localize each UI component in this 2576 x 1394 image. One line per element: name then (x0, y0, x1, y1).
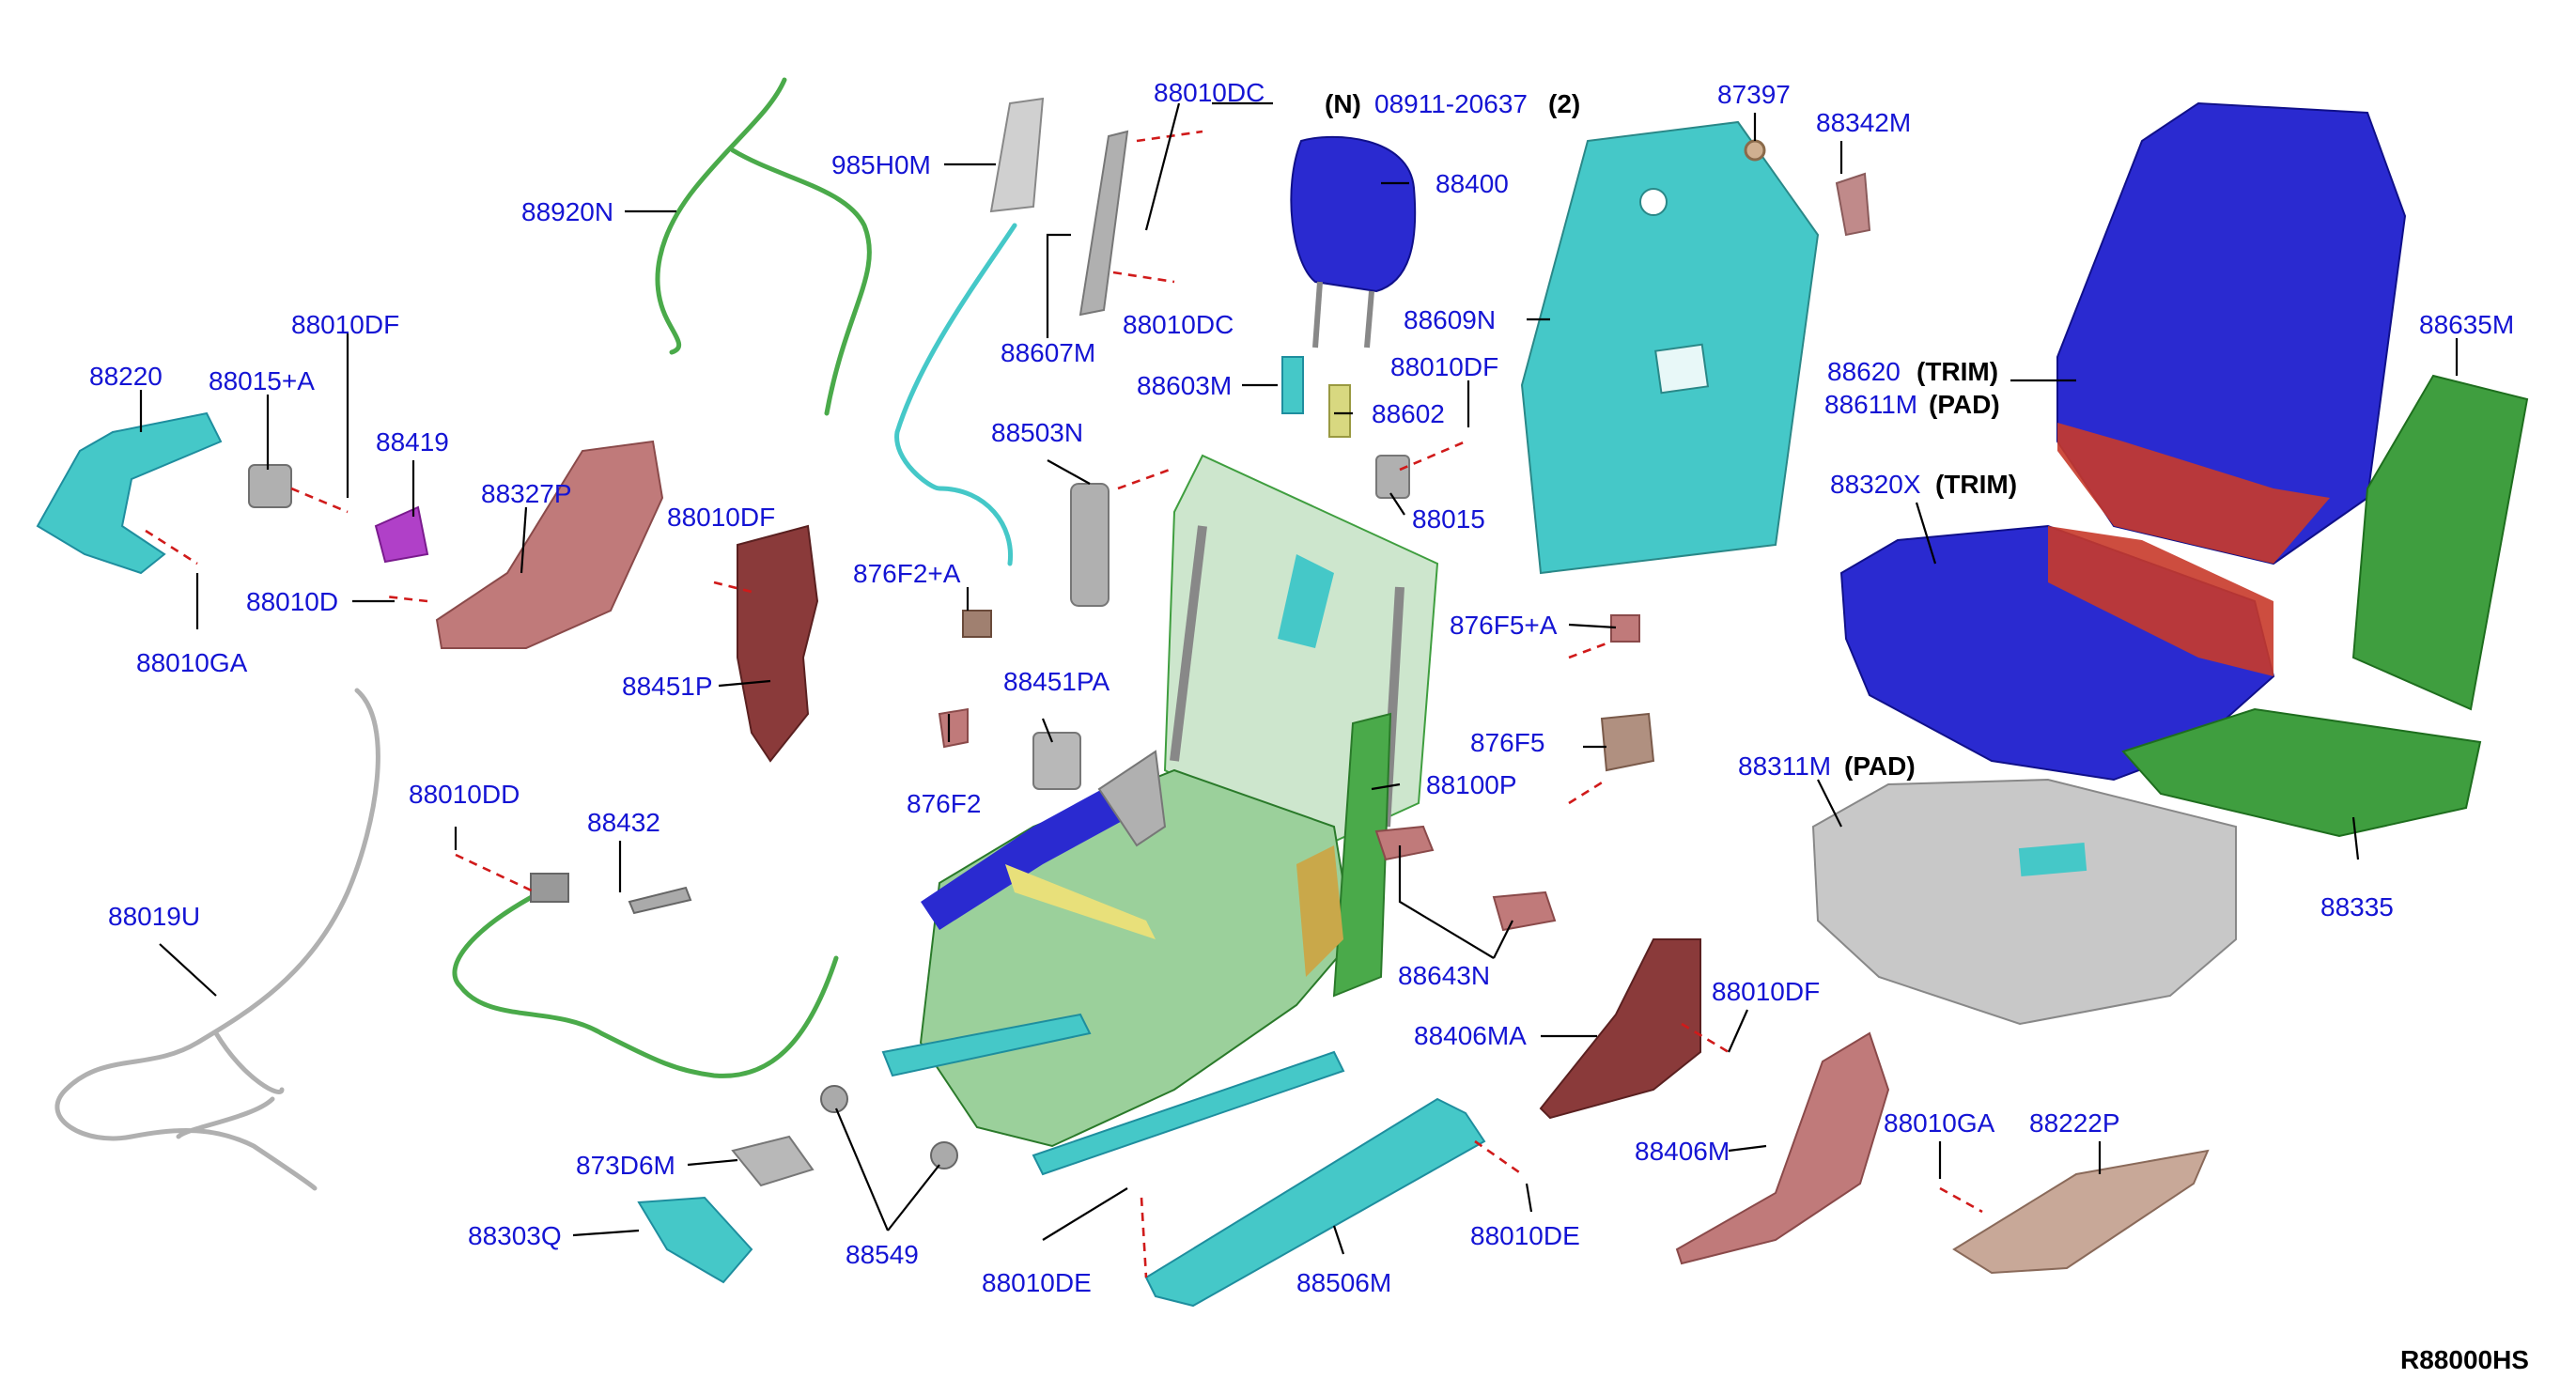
part-87397 (1744, 139, 1766, 162)
label-88010df-c: 88010DF (667, 503, 775, 532)
part-88451pa (1032, 732, 1081, 790)
label-88611m: 88611M (1824, 390, 1917, 419)
part-88549 (820, 1085, 958, 1169)
label-88602: 88602 (1372, 399, 1445, 428)
label-88010de-b: 88010DE (1470, 1221, 1580, 1250)
label-88015a: 88015+A (209, 366, 315, 395)
label-88303q: 88303Q (468, 1221, 562, 1250)
label-88603m: 88603M (1137, 371, 1232, 400)
label-88019u: 88019U (108, 902, 200, 931)
label-88419: 88419 (376, 427, 449, 457)
label-88010d: 88010D (246, 587, 338, 616)
label-88335: 88335 (2320, 892, 2394, 922)
label-88432: 88432 (587, 808, 660, 837)
part-88220-bracket (36, 411, 223, 575)
part-88335 (2121, 707, 2482, 838)
part-876f5 (1600, 712, 1655, 772)
label-88100p: 88100P (1426, 770, 1517, 799)
label-876f5a: 876F5+A (1450, 611, 1558, 640)
label-88342m: 88342M (1816, 108, 1911, 137)
part-88100p-seat-frame (919, 454, 1439, 1148)
part-88603m (1281, 356, 1304, 414)
label-88010df-a: 88010DF (291, 310, 399, 339)
label-88010de-a: 88010DE (982, 1268, 1092, 1297)
part-876f2a (962, 610, 992, 638)
part-88920n-harness (655, 77, 872, 416)
part-88400-headrest (1290, 135, 1417, 348)
label-88635m: 88635M (2419, 310, 2514, 339)
label-88015: 88015 (1412, 504, 1485, 534)
label-88400: 88400 (1435, 169, 1509, 198)
label-88609n: 88609N (1404, 305, 1496, 334)
label-88920n: 88920N (521, 197, 613, 226)
part-88506m-rail (1144, 1097, 1486, 1308)
part-88015 (1375, 455, 1410, 499)
label-88451pa: 88451PA (1003, 667, 1110, 696)
part-88432-harness (452, 873, 839, 1078)
part-876f5a (1610, 614, 1640, 643)
label-88010ga-a: 88010GA (136, 648, 248, 677)
label-876f2: 876F2 (907, 789, 981, 818)
part-88419 (374, 505, 429, 564)
part-88222p (1952, 1149, 2210, 1275)
part-88451p (737, 524, 819, 763)
label-88611m-suffix: (PAD) (1929, 390, 2000, 419)
label-88327p: 88327P (481, 479, 572, 508)
label-88620-suffix: (TRIM) (1916, 357, 1998, 386)
part-88311m-pad (1811, 778, 2237, 1026)
label-88010dc-b: 88010DC (1123, 310, 1234, 339)
label-88643n: 88643N (1398, 961, 1490, 990)
label-88506m: 88506M (1296, 1268, 1391, 1297)
label-88222p: 88222P (2029, 1108, 2120, 1138)
part-harness-teal (894, 223, 1017, 566)
label-88010dc-a: 88010DC (1154, 78, 1265, 107)
note-prefix: (N) (1325, 89, 1361, 118)
label-88320x: 88320X (1830, 470, 1921, 499)
part-876f2 (938, 707, 969, 749)
part-88607m (1079, 130, 1129, 317)
label-88607m: 88607M (1001, 338, 1095, 367)
label-876f5: 876F5 (1470, 728, 1544, 757)
part-873d6m (731, 1135, 815, 1187)
label-88010df-d: 88010DF (1712, 977, 1820, 1006)
part-985h0m-airbag (989, 97, 1045, 213)
part-88503n (1070, 483, 1110, 607)
label-88010ga-b: 88010GA (1884, 1108, 1995, 1138)
part-88303q (637, 1196, 753, 1284)
label-876f2a: 876F2+A (853, 559, 961, 588)
label-88320x-suffix: (TRIM) (1935, 470, 2017, 499)
part-88019u-harness (54, 688, 380, 1191)
part-88406ma (1539, 938, 1701, 1120)
part-88635m (2351, 374, 2529, 711)
part-lower-rails (881, 1013, 1345, 1176)
part-88015a (248, 464, 292, 508)
diagram-code: R88000HS (2400, 1345, 2529, 1374)
part-88602 (1328, 384, 1351, 438)
part-labels: 88220 88015+A 88010DF 88419 88327P 88010… (89, 78, 2529, 1374)
label-88010df-b: 88010DF (1390, 352, 1498, 381)
part-88406m (1675, 1031, 1890, 1265)
part-88327p (435, 440, 664, 649)
label-88311m: 88311M (1738, 751, 1831, 781)
label-88503n: 88503N (991, 418, 1083, 447)
part-88609n-back-board (1520, 120, 1820, 575)
part-88342m (1835, 172, 1871, 237)
label-873d6m: 873D6M (576, 1151, 675, 1180)
label-88451p: 88451P (622, 672, 713, 701)
label-88010dd: 88010DD (409, 780, 520, 809)
part-88643n (1374, 825, 1557, 932)
leader-lines (139, 101, 2459, 1255)
label-88311m-suffix: (PAD) (1844, 751, 1916, 781)
note-part-number: 08911-20637 (1374, 89, 1528, 118)
part-88620-seatback (2056, 101, 2407, 565)
label-88549: 88549 (846, 1240, 919, 1269)
label-88406ma: 88406MA (1414, 1021, 1527, 1050)
label-88406m: 88406M (1635, 1137, 1730, 1166)
label-87397: 87397 (1717, 80, 1791, 109)
label-88220: 88220 (89, 362, 163, 391)
label-985h0m: 985H0M (831, 150, 931, 179)
label-88620: 88620 (1827, 357, 1901, 386)
note-quantity: (2) (1548, 89, 1580, 118)
